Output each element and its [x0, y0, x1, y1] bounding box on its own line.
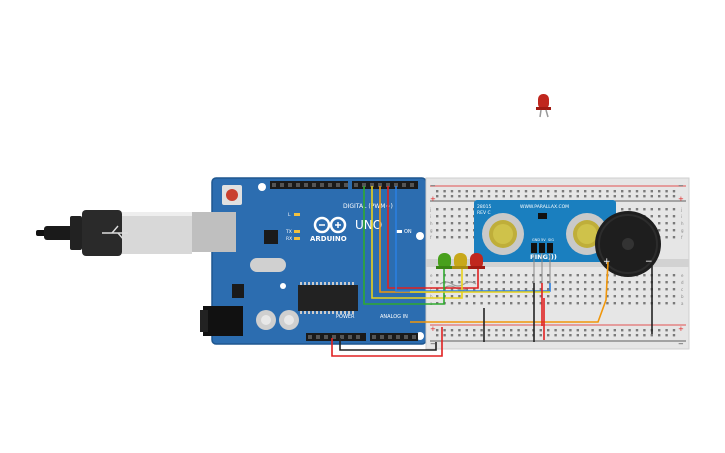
top-minus-label: − — [430, 182, 436, 190]
sensor-rev: REV C — [477, 210, 491, 216]
digital-header-2 — [352, 181, 418, 189]
led-tx-label: TX — [285, 229, 292, 235]
bottom-minus-label: − — [430, 340, 436, 348]
sensor-brand: WWW.PARALLAX.COM — [520, 204, 569, 210]
usb-cable[interactable] — [36, 210, 192, 256]
atmega-chip — [298, 285, 358, 311]
sensor-pin-gnd: GND — [532, 238, 540, 242]
model-label: UNO — [355, 218, 382, 232]
breadboard-row-label: c — [430, 287, 432, 292]
wire-orange-analog — [410, 261, 609, 323]
bottom-minus-label-right: − — [678, 340, 684, 348]
breadboard-row-label: g — [681, 228, 684, 233]
brand-label: ARDUINO — [310, 235, 347, 243]
piezo-buzzer[interactable]: + − — [595, 211, 661, 277]
led-l-label: L — [288, 212, 291, 218]
breadboard-row-label: h — [430, 221, 433, 226]
breadboard-row-label: i — [681, 214, 682, 219]
wire-green-digital — [363, 186, 445, 305]
arduino-board[interactable]: ARDUINO UNO DIGITAL (PWM~) POWER ANALOG … — [192, 177, 427, 345]
bottom-plus-label-right: + — [678, 325, 684, 333]
wire-blue-digital — [395, 186, 551, 292]
green-led[interactable] — [436, 253, 453, 269]
ping-ultrasonic-sensor[interactable]: WWW.PARALLAX.COM 28015 REV C PING))) GND… — [474, 200, 616, 283]
sensor-name: PING))) — [530, 253, 557, 261]
yellow-led[interactable] — [452, 253, 469, 269]
power-jack — [203, 306, 243, 336]
breadboard-row-label: j — [429, 207, 431, 212]
sensor-model: 28015 — [477, 204, 491, 210]
wire-yellow-digital — [371, 186, 463, 299]
breadboard-center-channel — [426, 259, 689, 267]
breadboard-row-label: i — [430, 214, 431, 219]
voltage-regulator — [232, 284, 244, 298]
breadboard-row-label: e — [681, 273, 684, 278]
usb-icon — [102, 225, 128, 241]
usb-chip — [264, 230, 278, 244]
arduino-logo — [313, 216, 347, 234]
breadboard-row-label: d — [681, 280, 684, 285]
wire-red-digital — [387, 186, 479, 289]
led-rx-label: RX — [286, 236, 292, 242]
breadboard-row-label: g — [430, 228, 433, 233]
red-led[interactable] — [468, 253, 485, 269]
breadboard-row-label: b — [430, 294, 433, 299]
crystal — [250, 258, 286, 272]
on-led-label: ON — [404, 229, 412, 235]
power-label: POWER — [336, 314, 355, 320]
wires[interactable] — [331, 186, 653, 357]
digital-header-1 — [270, 181, 348, 189]
top-plus-label-right: + — [678, 195, 684, 203]
breadboard-row-label: c — [681, 287, 683, 292]
bottom-plus-label: + — [430, 325, 436, 333]
wire-red-5v — [331, 327, 443, 357]
breadboard-row-label: a — [681, 301, 684, 306]
usb-jack — [192, 212, 236, 252]
sensor-pin-sig: SIG — [548, 238, 554, 242]
wire-black-gnd — [339, 338, 437, 351]
sensor-pin-5v: 5V — [541, 238, 546, 242]
breadboard-row-label: f — [681, 235, 683, 240]
breadboard-row-label: e — [430, 273, 433, 278]
breadboard-row-label: d — [430, 280, 433, 285]
analog-label: ANALOG IN — [380, 314, 408, 320]
breadboard-row-label: j — [680, 207, 682, 212]
breadboard-row-label: b — [681, 294, 684, 299]
buzzer-plus: + — [603, 257, 611, 267]
breadboard-row-label: h — [681, 221, 684, 226]
analog-header — [370, 333, 418, 341]
loose-red-led[interactable] — [536, 94, 551, 118]
buzzer-minus: − — [645, 257, 653, 267]
breadboard-row-label: f — [430, 235, 432, 240]
on-led — [396, 230, 402, 233]
top-minus-label-right: − — [678, 182, 684, 190]
digital-label: DIGITAL (PWM~) — [343, 203, 393, 210]
top-plus-label: + — [430, 195, 436, 203]
